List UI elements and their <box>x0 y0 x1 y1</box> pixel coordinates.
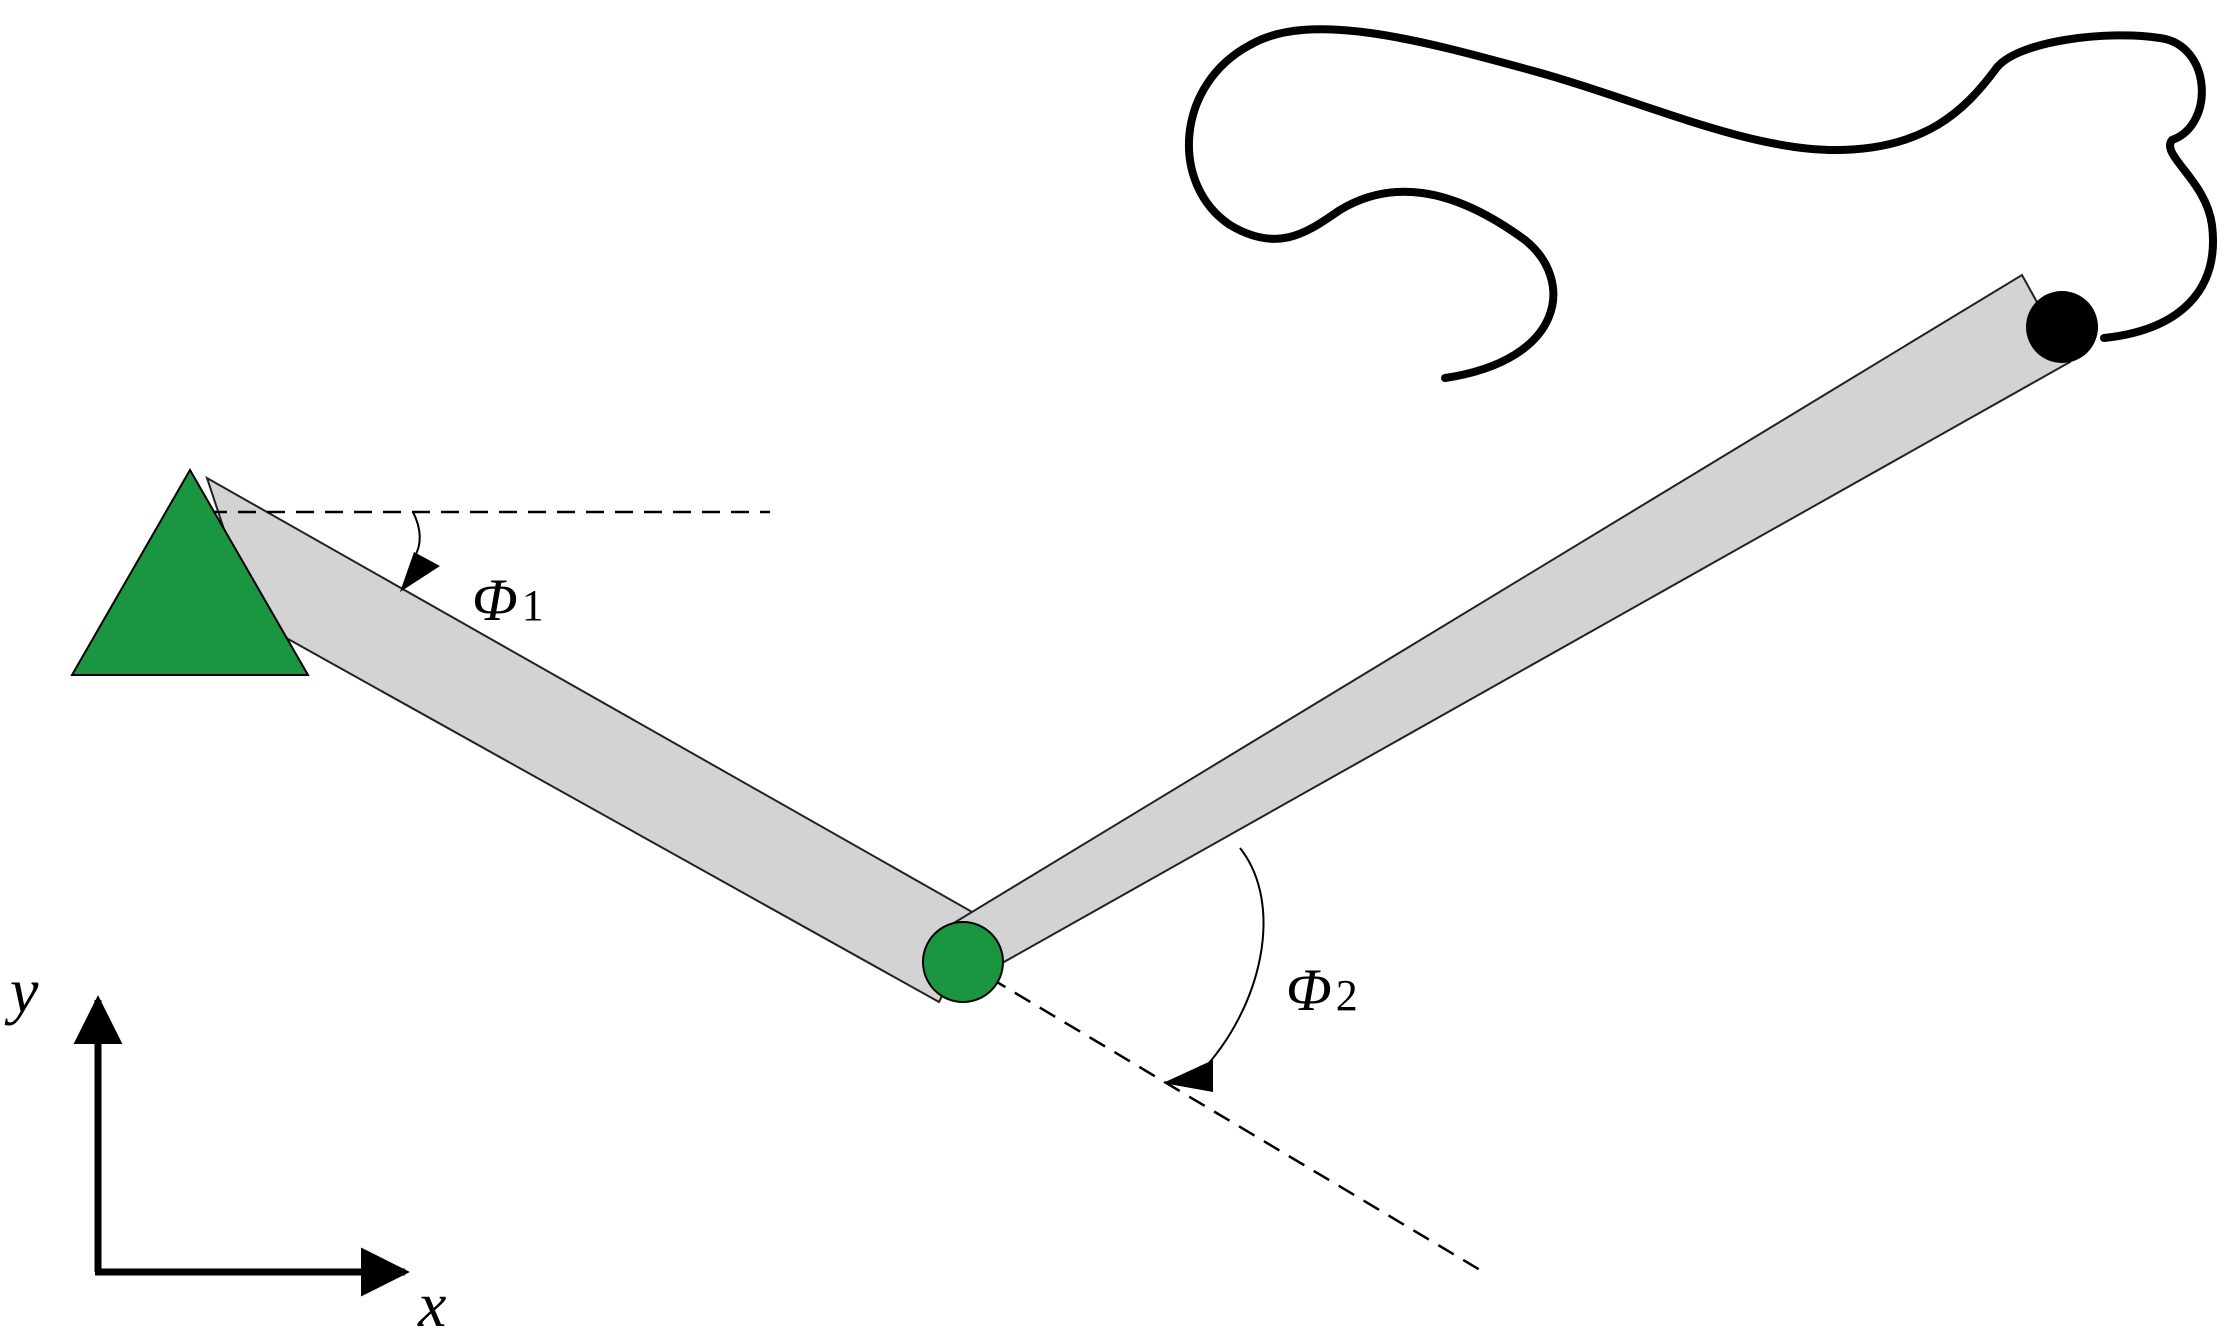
phi2-arrowhead-icon <box>1163 1060 1213 1092</box>
base-fixed-joint-icon <box>70 467 310 676</box>
trajectory-curve <box>1184 25 2217 382</box>
y-axis-label: y <box>4 955 39 1026</box>
link-2 <box>936 273 2072 964</box>
phi1-arrowhead-icon <box>400 552 440 592</box>
phi2-angle-arc <box>1199 847 1265 1074</box>
end-effector-icon <box>2026 291 2098 363</box>
phi1-angle-arc <box>412 511 421 559</box>
phi2-label: Φ2 <box>1286 957 1358 1023</box>
phi2-reference-line <box>964 961 1481 1272</box>
elbow-joint-icon <box>922 921 1004 1003</box>
link-1 <box>205 475 983 1004</box>
phi1-label: Φ1 <box>472 567 544 633</box>
x-axis-label: x <box>417 1269 446 1337</box>
